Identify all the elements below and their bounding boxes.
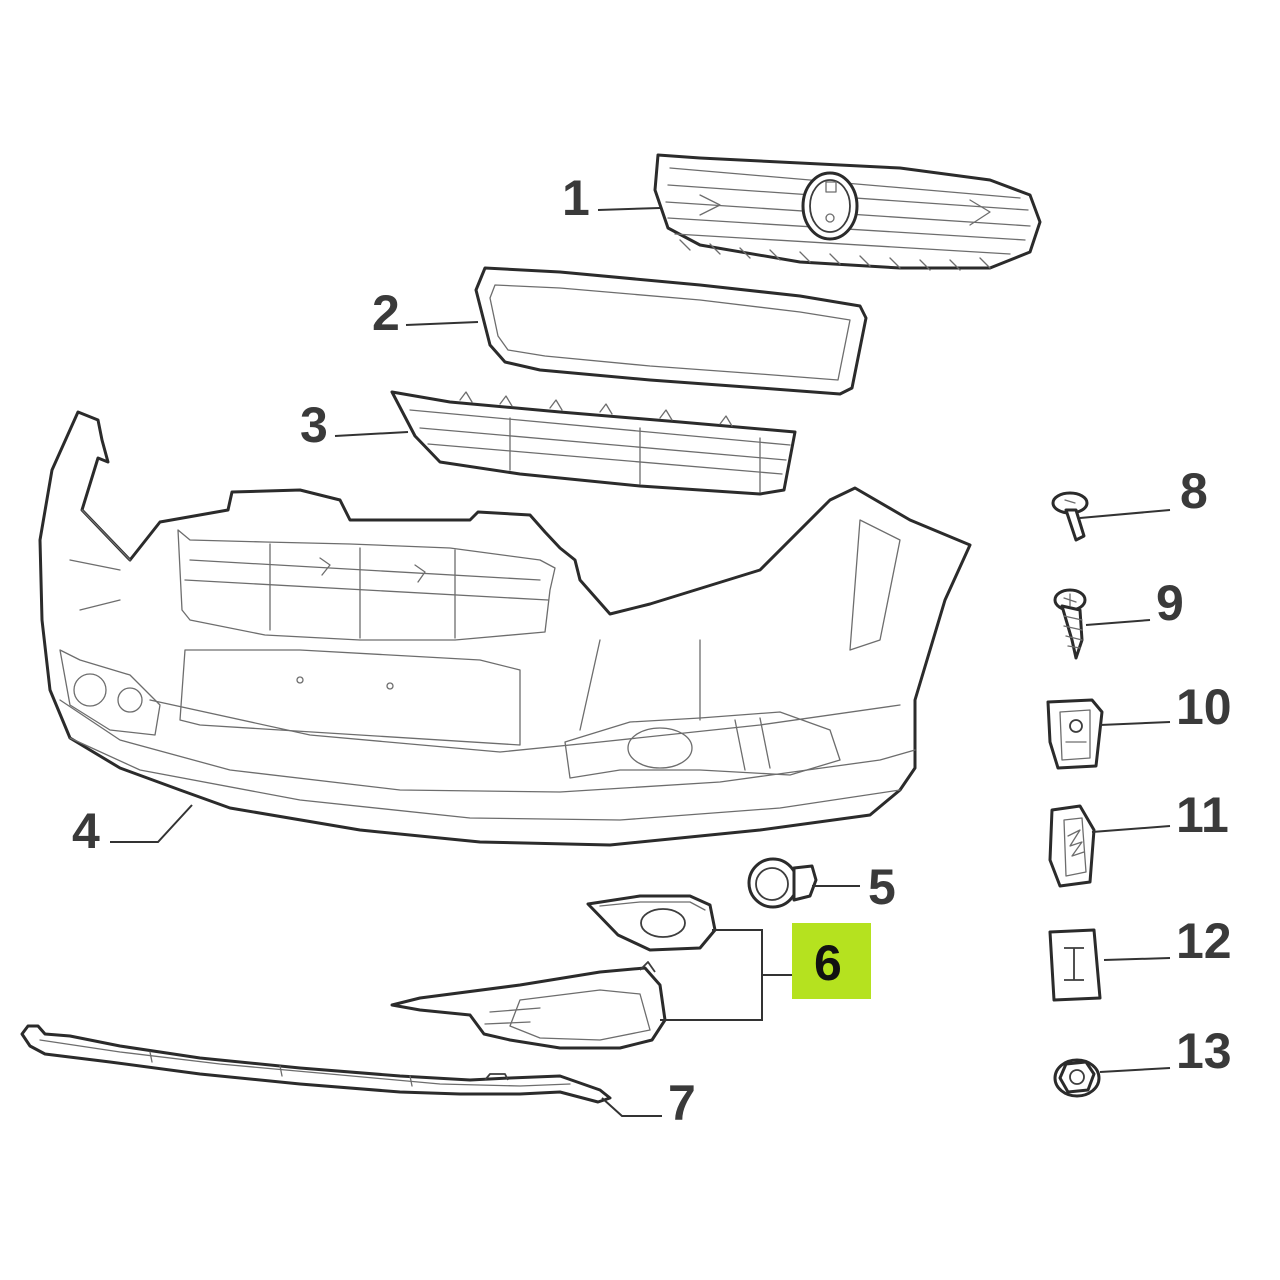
callout-8[interactable]: 8 — [1180, 463, 1208, 519]
leader-4 — [110, 804, 193, 843]
leader-13 — [1099, 1067, 1171, 1073]
leader-6 — [660, 929, 792, 1021]
callout-5[interactable]: 5 — [868, 859, 896, 915]
part-front-bumper[interactable] — [38, 410, 972, 847]
callout-13[interactable]: 13 — [1176, 1023, 1232, 1079]
leader-8 — [1079, 509, 1171, 519]
callout-4[interactable]: 4 — [72, 803, 100, 859]
part-fog-lamp[interactable] — [747, 857, 818, 909]
part-bracket-clip[interactable] — [1048, 928, 1102, 1002]
part-fog-lamp-bezel-large[interactable] — [390, 961, 667, 1050]
part-screw[interactable] — [1053, 588, 1087, 660]
part-flange-nut[interactable] — [1053, 1058, 1101, 1098]
callout-9[interactable]: 9 — [1156, 575, 1184, 631]
part-fog-lamp-bezel-small[interactable] — [586, 894, 717, 952]
callout-3[interactable]: 3 — [300, 397, 328, 453]
part-upper-grille[interactable] — [653, 153, 1042, 271]
part-clip-nut[interactable] — [1046, 698, 1104, 770]
callout-6[interactable]: 6 — [814, 935, 842, 991]
callout-11[interactable]: 11 — [1176, 787, 1229, 843]
callout-12[interactable]: 12 — [1176, 913, 1232, 969]
leader-10 — [1099, 721, 1171, 726]
leader-12 — [1103, 957, 1171, 961]
leader-2 — [405, 321, 479, 326]
callout-10[interactable]: 10 — [1176, 679, 1232, 735]
part-grille-frame[interactable] — [474, 266, 868, 396]
callout-1[interactable]: 1 — [562, 170, 590, 226]
callout-7[interactable]: 7 — [668, 1075, 696, 1131]
part-push-rivet[interactable] — [1051, 491, 1089, 542]
leader-3 — [334, 431, 409, 437]
part-retainer-clip[interactable] — [1048, 804, 1096, 888]
part-lower-spoiler[interactable] — [20, 1024, 612, 1104]
leader-9 — [1085, 619, 1151, 626]
leader-7 — [601, 1097, 662, 1117]
part-lower-grille[interactable] — [390, 390, 797, 496]
leader-11 — [1091, 825, 1171, 833]
callout-6-highlight — [792, 923, 871, 999]
callout-2[interactable]: 2 — [372, 285, 400, 341]
leader-1 — [597, 207, 661, 211]
